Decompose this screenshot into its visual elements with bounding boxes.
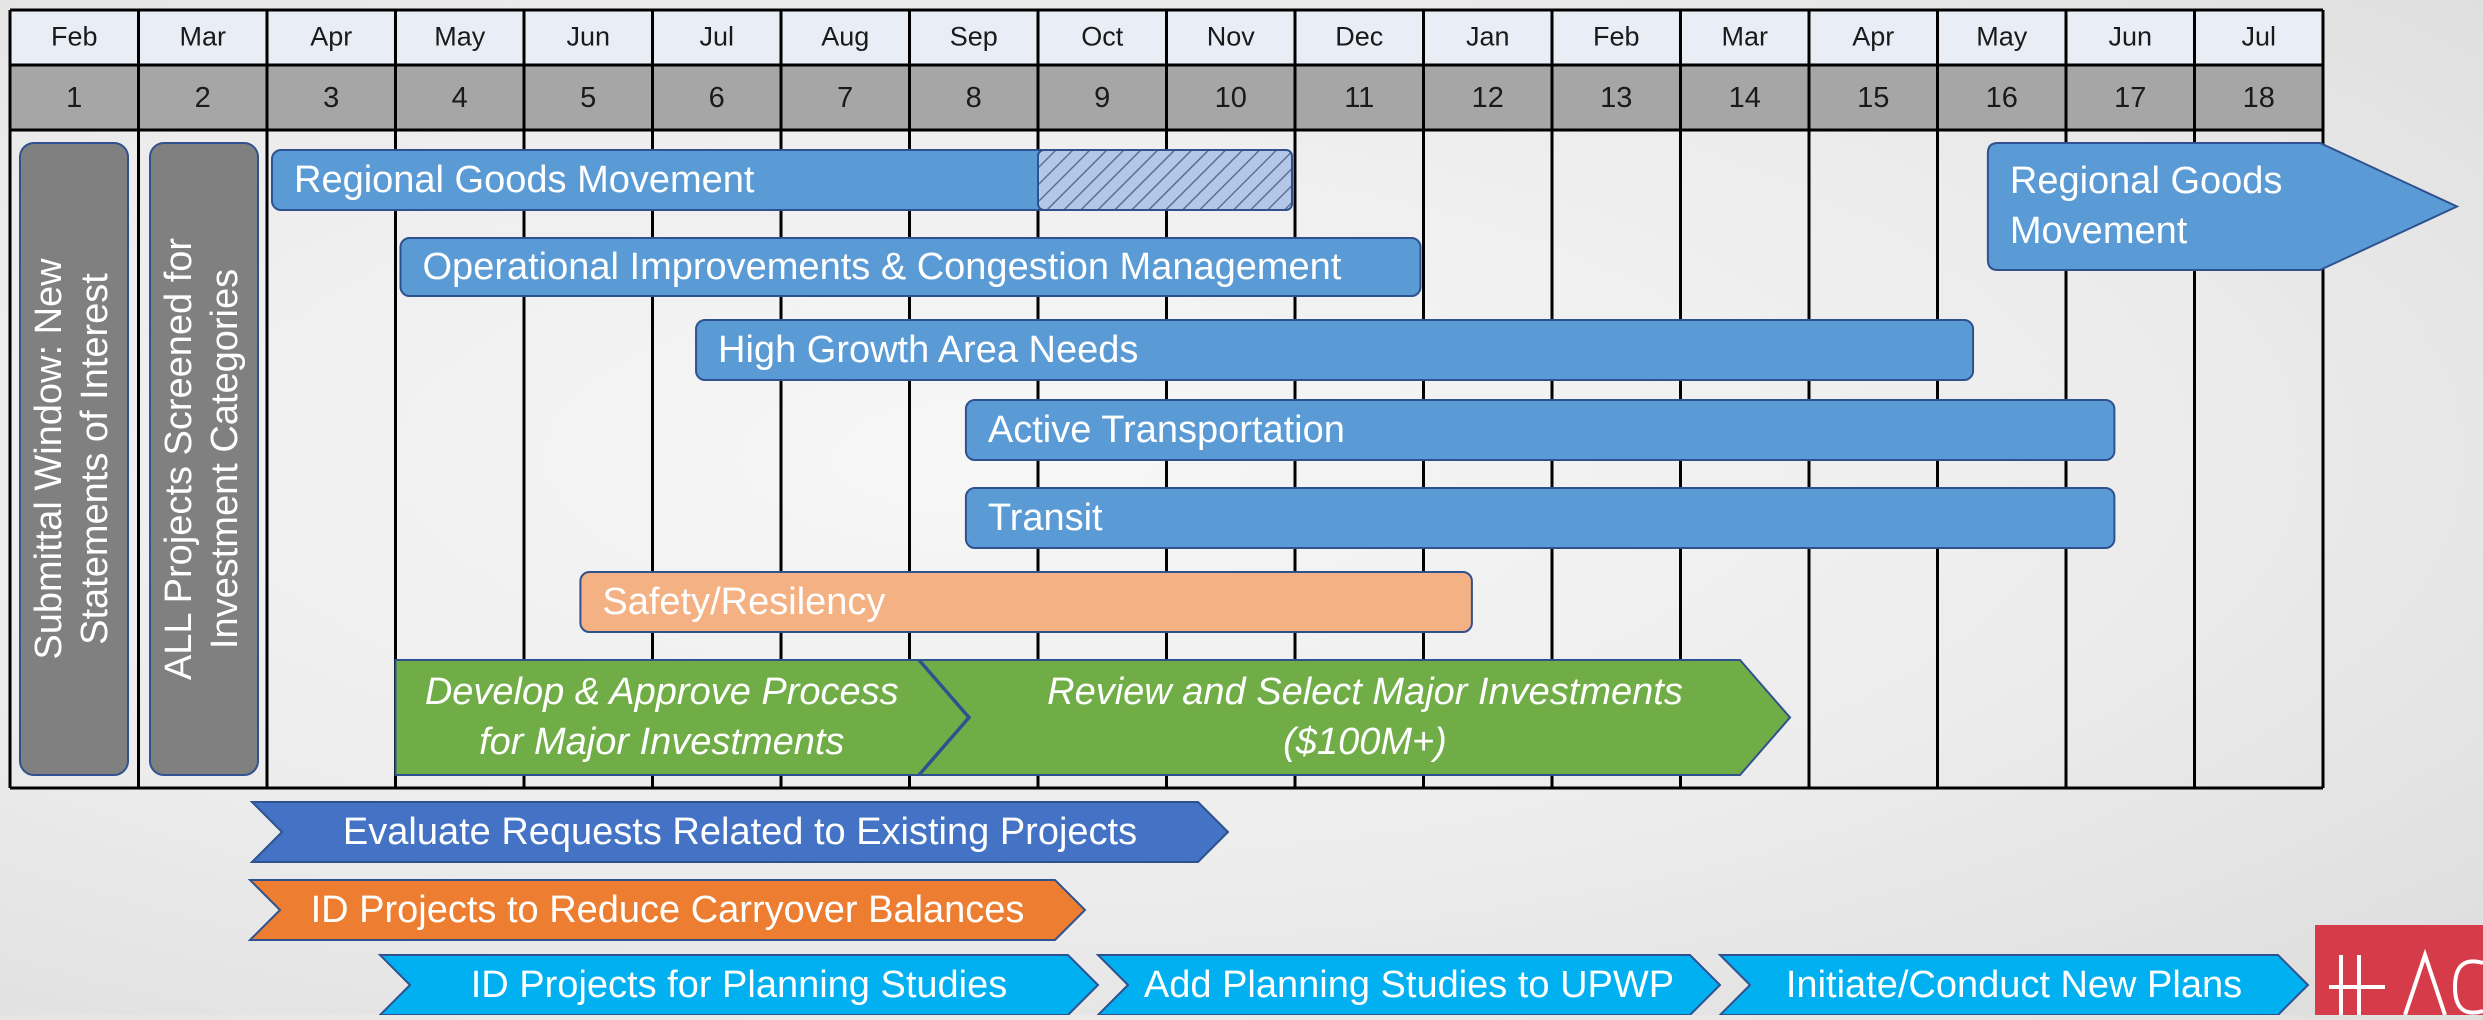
process-chevron (1095, 954, 1722, 1015)
month-number-label: 8 (966, 82, 982, 114)
month-label: Feb (51, 22, 98, 52)
phase-box-vertical (19, 142, 129, 776)
goods-movement-arrow-label: Movement (2010, 210, 2188, 252)
process-chevron-label: Initiate/Conduct New Plans (1786, 964, 2242, 1006)
category-bar-hatched-segment (1037, 149, 1293, 211)
phase-box-label-line: ALL Projects Screened for (158, 238, 200, 681)
h-gac-logo-icon (2329, 948, 2483, 1016)
month-label: Oct (1081, 22, 1124, 52)
month-number-label: 17 (2114, 82, 2146, 114)
category-bar (399, 237, 1422, 297)
category-bar-label: Transit (988, 497, 1103, 539)
month-label: Apr (310, 22, 352, 52)
category-bar (579, 571, 1473, 633)
phase-box-vertical (149, 142, 259, 776)
month-number-label: 12 (1472, 82, 1504, 114)
month-label: Aug (821, 22, 869, 52)
category-bar (695, 319, 1975, 381)
goods-movement-arrow (1986, 142, 2460, 271)
month-label: May (434, 22, 486, 52)
review-investments-chevron (917, 659, 1792, 776)
process-chevron (247, 879, 1087, 941)
month-number-label: 6 (709, 82, 725, 114)
month-label: Jun (566, 22, 610, 52)
category-bar (964, 487, 2116, 549)
month-label: Jul (2241, 22, 2276, 52)
month-label: Sep (950, 22, 998, 52)
month-label: Mar (180, 22, 227, 52)
month-label: Feb (1593, 22, 1640, 52)
month-label: Apr (1852, 22, 1894, 52)
phase-box-label-line: Statements of Interest (74, 273, 116, 645)
month-number-label: 18 (2243, 82, 2275, 114)
category-bar (964, 399, 2116, 461)
month-number-label: 5 (580, 82, 596, 114)
month-number-label: 14 (1729, 82, 1761, 114)
month-number-label: 11 (1344, 82, 1374, 114)
month-number-label: 7 (837, 82, 853, 114)
goods-movement-arrow-label: Regional Goods (2010, 160, 2283, 202)
phase-box-label-line: Submittal Window: New (28, 258, 70, 660)
month-label: Jan (1466, 22, 1510, 52)
month-number-label: 3 (323, 82, 339, 114)
phase-box-label-line: Investment Categories (204, 269, 246, 649)
month-number-label: 16 (1986, 82, 2018, 114)
month-number-label: 9 (1094, 82, 1110, 114)
process-chevron-label: ID Projects for Planning Studies (471, 964, 1008, 1006)
process-chevron (249, 801, 1230, 863)
review-investments-label: Review and Select Major Investments (1047, 671, 1683, 713)
process-chevron (1717, 954, 2310, 1015)
develop-process-label: for Major Investments (479, 721, 844, 763)
category-bar-label: Operational Improvements & Congestion Ma… (423, 246, 1342, 288)
month-label: Jun (2108, 22, 2152, 52)
month-label: Nov (1207, 22, 1256, 52)
process-chevron-label: Evaluate Requests Related to Existing Pr… (343, 811, 1137, 853)
logo-mark (2315, 925, 2483, 1016)
process-chevron (377, 954, 1100, 1015)
month-label: May (1976, 22, 2028, 52)
process-chevron-label: Add Planning Studies to UPWP (1144, 964, 1674, 1006)
month-number-label: 10 (1215, 82, 1247, 114)
month-number-label: 15 (1857, 82, 1889, 114)
process-chevron-label: ID Projects to Reduce Carryover Balances (311, 889, 1025, 931)
month-number-label: 13 (1600, 82, 1632, 114)
month-number-label: 2 (195, 82, 211, 114)
timeline-grid: Feb 1 Mar 2 Apr 3 May 4 Jun 5 Jul 6 Aug 7 Sep 8 Oct 9 Nov 1… (8, 8, 2325, 790)
month-label: Dec (1335, 22, 1383, 52)
review-investments-label: ($100M+) (1283, 721, 1447, 763)
month-label: Mar (1722, 22, 1769, 52)
category-bar-label: High Growth Area Needs (718, 329, 1138, 371)
develop-process-label: Develop & Approve Process (425, 671, 899, 713)
develop-process-chevron (394, 659, 970, 776)
month-number-label: 4 (452, 82, 468, 114)
category-bar-label: Active Transportation (988, 409, 1345, 451)
category-bar-label: Regional Goods Movement (294, 159, 755, 201)
month-label: Jul (699, 22, 734, 52)
month-number-label: 1 (66, 82, 82, 114)
category-bar-label: Safety/Resilency (602, 581, 885, 623)
